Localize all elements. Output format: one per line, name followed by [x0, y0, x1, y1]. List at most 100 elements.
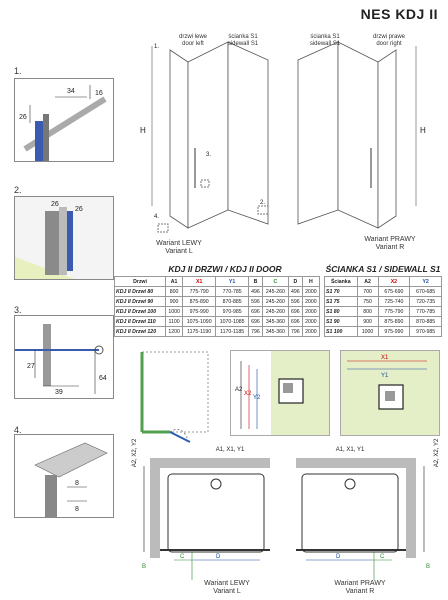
detail-3-drawing: 27 39 64 [15, 316, 113, 398]
door-col-c: C [261, 276, 289, 287]
door-detail-y1: Y1 [381, 373, 389, 379]
detail-3-dim-1: 27 [27, 363, 35, 370]
door-col-d: D [287, 276, 303, 287]
table-cell: 245-260 [261, 296, 289, 307]
wall-col-y2: Y2 [409, 276, 442, 287]
plan-left-c: C [180, 554, 185, 560]
table-cell: 245-260 [261, 306, 289, 317]
table-cell: KDJ II Drzwi 100 [114, 306, 166, 317]
table-cell: 796 [287, 326, 303, 337]
table-cell: 345-360 [261, 326, 289, 337]
right-variant-en: Variant R [375, 244, 405, 251]
left-door-label: drzwi lewe door left [168, 34, 218, 48]
table-cell: 900 [356, 316, 379, 327]
table-cell: 596 [248, 296, 263, 307]
right-variant-pl: Wariant PRAWY [364, 236, 416, 243]
wall-col-a2: A2 [356, 276, 379, 287]
table-row: S1 100 1000 975-990 970-985 [324, 326, 442, 337]
wall-table: Ścianka A2 X2 Y2 S1 70 700 675-690 670-6… [324, 276, 442, 337]
table-cell: KDJ II Drzwi 90 [114, 296, 166, 307]
left-step-3: 3. [206, 152, 211, 158]
table-cell: 2000 [301, 326, 321, 337]
detail-4-drawing: 8 8 [15, 435, 113, 517]
table-cell: S1 100 [324, 326, 358, 337]
left-step-2: 2. [260, 200, 265, 206]
table-cell: 700 [356, 286, 379, 297]
detail-2-dim-b: 26 [75, 206, 83, 213]
door-col-drzwi: Drzwi [114, 276, 166, 287]
step-number-1: 1. [14, 66, 22, 76]
right-door-label-pl: drzwi prawe [372, 34, 405, 40]
table-cell: 870-885 [409, 316, 442, 327]
table-cell: 670-685 [409, 286, 442, 297]
table-cell: 775-790 [377, 306, 411, 317]
right-door-label-en: door right [376, 41, 402, 47]
detail-1-width: 34 [67, 88, 75, 95]
plan-left-b: B [142, 564, 146, 570]
table-row: KDJ II Drzwi 120 1200 1175-1190 1170-118… [114, 326, 321, 337]
detail-1-drawing: 34 16 26 [15, 79, 113, 161]
wall-col-scianka: Ścianka [324, 276, 358, 287]
table-row: S1 70 700 675-690 670-685 [324, 286, 442, 297]
table-cell: 870-885 [215, 296, 250, 307]
table-cell: KDJ II Drzwi 110 [114, 316, 166, 327]
door-col-a1: A1 [164, 276, 184, 287]
table-cell: 770-785 [215, 286, 250, 297]
plan-right-variant-en: Variant R [345, 588, 375, 595]
detail-1-height-2: 26 [19, 114, 27, 121]
table-cell: 750 [356, 296, 379, 307]
step-number-4: 4. [14, 425, 22, 435]
table-row: KDJ II Drzwi 110 1100 1075-1090 1070-108… [114, 316, 321, 327]
table-cell: 245-260 [261, 286, 289, 297]
wall-detail-a2: A2 [235, 387, 243, 393]
table-cell: S1 75 [324, 296, 358, 307]
detail-4-dim-a: 8 [75, 480, 79, 487]
wall-detail-x2: X2 [244, 391, 252, 397]
table-row: S1 80 800 775-790 770-785 [324, 306, 442, 317]
door-col-b: B [248, 276, 263, 287]
table-cell: 675-690 [377, 286, 411, 297]
enclosure-left-drawing: H 1. 2. 3. 4. [140, 41, 269, 233]
table-cell: 975-990 [182, 306, 217, 317]
table-cell: 796 [248, 326, 263, 337]
plan-right-b: B [426, 564, 430, 570]
table-cell: 1200 [164, 326, 184, 337]
detail-3-height: 64 [99, 375, 107, 382]
table-cell: 345-360 [261, 316, 289, 327]
table-cell: S1 90 [324, 316, 358, 327]
door-col-y1: Y1 [215, 276, 250, 287]
table-cell: 596 [287, 296, 303, 307]
wall-detail-drawing: A2 X2 Y2 [235, 351, 329, 435]
door-detail-x1: X1 [381, 355, 389, 361]
detail-3-width: 39 [55, 389, 63, 396]
plan-right-variant-pl: Wariant PRAWY [334, 580, 386, 587]
table-cell: 696 [287, 306, 303, 317]
table-cell: 696 [248, 316, 263, 327]
table-cell: 975-990 [377, 326, 411, 337]
left-wall-label: ścianka S1 sidewall S1 [218, 34, 268, 48]
table-cell: KDJ II Drzwi 80 [114, 286, 166, 297]
step-number-3: 3. [14, 305, 22, 315]
plan-right-d: D [336, 554, 341, 560]
table-row: KDJ II Drzwi 100 1000 975-990 970-985 69… [114, 306, 321, 317]
detail-1-height-1: 16 [95, 90, 103, 97]
wall-detail: A2 X2 Y2 [230, 350, 330, 436]
table-cell: 1175-1190 [182, 326, 217, 337]
plan-right-top-dims: A1, X1, Y1 [335, 447, 365, 453]
wall-detail-y2: Y2 [253, 395, 261, 401]
wall-table-header-row: Ścianka A2 X2 Y2 [324, 276, 442, 287]
right-variant-caption: Wariant PRAWY Variant R [350, 236, 430, 252]
table-cell: 725-740 [377, 296, 411, 307]
table-row: KDJ II Drzwi 80 800 775-790 770-785 496 … [114, 286, 321, 297]
left-variant-caption: Wariant LEWY Variant L [144, 240, 214, 256]
table-cell: 2000 [301, 316, 321, 327]
table-cell: 875-890 [377, 316, 411, 327]
plan-right-drawing: D C B [296, 458, 430, 580]
wall-col-x2: X2 [377, 276, 411, 287]
table-cell: 1000 [164, 306, 184, 317]
table-cell: 900 [164, 296, 184, 307]
plan-right-side-dims: A2, X2, Y2 [434, 438, 440, 468]
table-cell: 1070-1085 [215, 316, 250, 327]
table-cell: 496 [287, 286, 303, 297]
detail-2: 26 26 [14, 196, 114, 280]
